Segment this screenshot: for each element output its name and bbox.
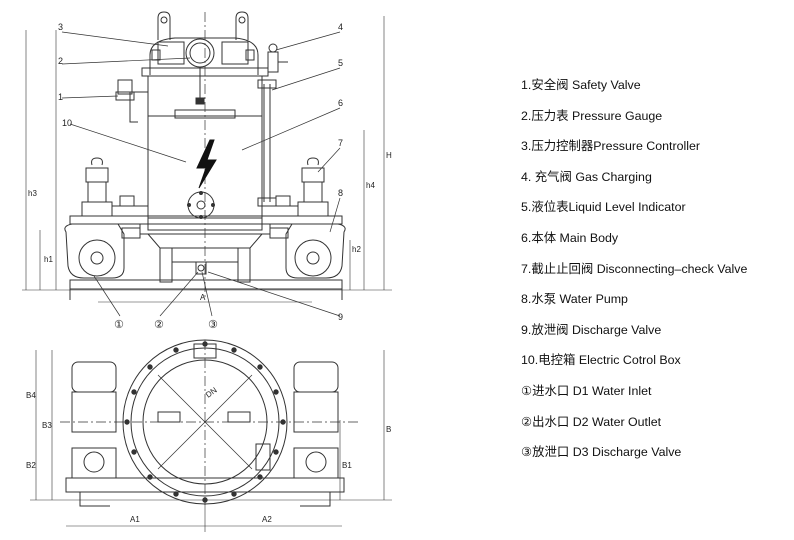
callout-circled-3: ③ — [208, 319, 218, 331]
dim-h3: h3 — [28, 189, 37, 198]
dim-B2: B2 — [26, 461, 36, 470]
dim-B: B — [386, 425, 391, 434]
nameplate-label: DN — [204, 386, 219, 400]
callout-10: 10 — [62, 118, 72, 128]
legend-item-water-pump: 8.水泵 Water Pump — [521, 292, 628, 307]
legend-item-pressure-gauge: 2.压力表 Pressure Gauge — [521, 108, 663, 123]
dim-h4: h4 — [366, 181, 375, 190]
legend-item-safety-valve: 1.安全阀 Safety Valve — [521, 78, 641, 92]
dim-h2: h2 — [352, 245, 361, 254]
callout-2: 2 — [58, 56, 63, 66]
legend-item-pressure-controller: 3.压力控制器Pressure Controller — [521, 139, 701, 154]
callout-8: 8 — [338, 188, 343, 198]
dim-A2: A2 — [262, 515, 272, 524]
dim-B3: B3 — [42, 421, 52, 430]
front-callouts: 3 2 1 10 4 5 6 7 8 9 ① ② ③ — [58, 22, 343, 331]
callout-3: 3 — [58, 22, 63, 32]
plan-dimensions: B1 B2 B3 B4 B A1 A2 DN — [26, 386, 391, 524]
legend-item-discharge-valve: 9.放泄阀 Discharge Valve — [521, 322, 662, 337]
legend-item-check-valve: 7.截止止回阀 Disconnecting–check Valve — [521, 261, 748, 276]
callout-circled-2: ② — [154, 319, 164, 331]
front-elevation — [22, 12, 392, 316]
legend-item-control-box: 10.电控箱 Electric Cotrol Box — [521, 353, 681, 368]
callout-9: 9 — [338, 312, 343, 322]
legend-item-water-outlet: ②出水口 D2 Water Outlet — [521, 414, 662, 429]
plan-view — [30, 340, 392, 532]
callout-5: 5 — [338, 58, 343, 68]
dim-h1: h1 — [44, 255, 53, 264]
callout-4: 4 — [338, 22, 343, 32]
legend-item-water-inlet: ①进水口 D1 Water Inlet — [521, 383, 652, 398]
dim-H: H — [386, 151, 392, 160]
callout-7: 7 — [338, 138, 343, 148]
callout-1: 1 — [58, 92, 63, 102]
callout-6: 6 — [338, 98, 343, 108]
dim-B4: B4 — [26, 391, 36, 400]
parts-legend: 1.安全阀 Safety Valve 2.压力表 Pressure Gauge … — [521, 70, 791, 468]
legend-item-main-body: 6.本体 Main Body — [521, 230, 619, 245]
dim-B1: B1 — [342, 461, 352, 470]
legend-item-liquid-level-indicator: 5.液位表Liquid Level Indicator — [521, 200, 686, 215]
legend-item-gas-charging: 4. 充气阀 Gas Charging — [521, 169, 652, 184]
equipment-drawing: 3 2 1 10 4 5 6 7 8 9 ① ② ③ h1 h2 h3 h4 H… — [0, 0, 392, 540]
legend-item-discharge-outlet: ③放泄口 D3 Discharge Valve — [521, 445, 682, 460]
callout-circled-1: ① — [114, 319, 124, 331]
dim-A1: A1 — [130, 515, 140, 524]
front-dimensions: h1 h2 h3 h4 H A — [28, 151, 392, 302]
dim-A: A — [200, 293, 206, 302]
